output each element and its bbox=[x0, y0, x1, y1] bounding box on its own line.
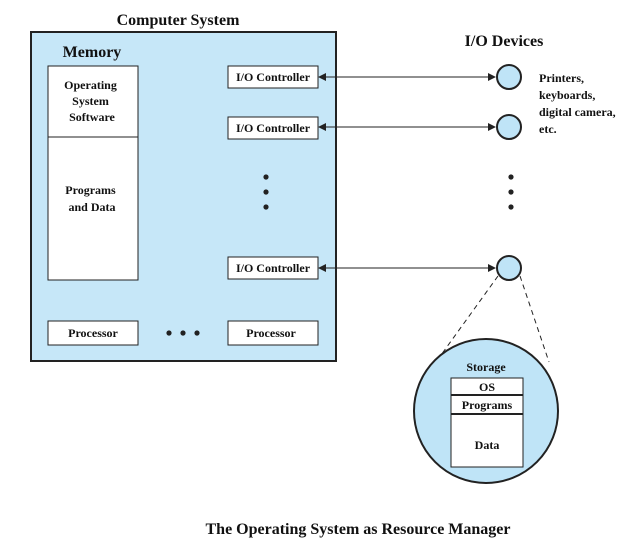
storage-os-label: OS bbox=[479, 380, 495, 394]
os-software-line: Operating bbox=[64, 78, 117, 92]
programs-data-line: Programs bbox=[65, 183, 116, 197]
processor-box bbox=[47, 320, 139, 346]
io-device-node bbox=[496, 64, 522, 90]
memory-box bbox=[47, 65, 139, 281]
ellipsis-dot bbox=[180, 330, 186, 336]
programs-data-line: and Data bbox=[68, 200, 115, 214]
processor-box bbox=[227, 320, 319, 346]
io-controller-label: I/O Controller bbox=[236, 121, 311, 135]
io-device-example-line: digital camera, bbox=[539, 105, 616, 119]
processor-label: Processor bbox=[68, 326, 118, 340]
storage-title: Storage bbox=[466, 360, 506, 374]
io-device-node bbox=[496, 114, 522, 140]
programs-data-label: Programs and Data bbox=[65, 183, 118, 214]
io-device-example-line: etc. bbox=[539, 122, 557, 136]
os-software-label: Operating System Software bbox=[64, 78, 120, 124]
ellipsis-dot bbox=[263, 204, 269, 210]
computer-system-title: Computer System bbox=[117, 12, 240, 29]
io-controller-label: I/O Controller bbox=[236, 70, 311, 84]
os-software-line: System bbox=[72, 94, 109, 108]
zoom-line bbox=[519, 275, 550, 363]
ellipsis-dot bbox=[166, 330, 172, 336]
ellipsis-dot bbox=[508, 204, 514, 210]
ellipsis-dot bbox=[508, 174, 514, 180]
processor-label: Processor bbox=[246, 326, 296, 340]
storage-stack bbox=[450, 377, 524, 468]
io-controller-label: I/O Controller bbox=[236, 261, 311, 275]
io-device-examples: Printers, keyboards, digital camera, etc… bbox=[539, 71, 619, 136]
ellipsis-dot bbox=[194, 330, 200, 336]
io-device-example-line: Printers, bbox=[539, 71, 584, 85]
storage-data-label: Data bbox=[475, 438, 500, 452]
caption: The Operating System as Resource Manager bbox=[206, 521, 511, 538]
ellipsis-dot bbox=[263, 189, 269, 195]
os-software-line: Software bbox=[69, 110, 115, 124]
io-devices-title: I/O Devices bbox=[465, 33, 544, 50]
ellipsis-dot bbox=[508, 189, 514, 195]
storage-programs-label: Programs bbox=[462, 398, 513, 412]
memory-label: Memory bbox=[63, 44, 122, 61]
io-device-node bbox=[496, 255, 522, 281]
io-device-example-line: keyboards, bbox=[539, 88, 595, 102]
ellipsis-dot bbox=[263, 174, 269, 180]
